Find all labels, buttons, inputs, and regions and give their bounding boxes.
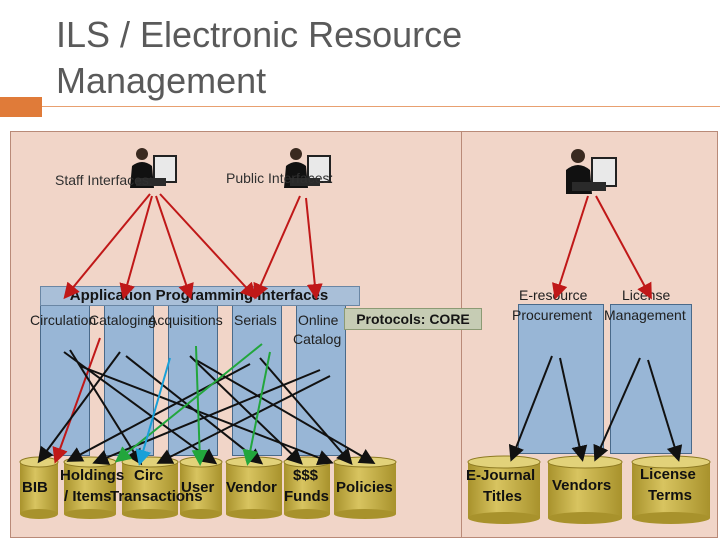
staff-interfaces-label: Staff Interfaces:	[55, 172, 153, 188]
label-acquisitions: Acquisitions	[148, 312, 223, 328]
label-cataloging: Cataloging	[89, 312, 156, 328]
label-serials: Serials	[234, 312, 277, 328]
db-label-funds: Funds	[284, 488, 329, 505]
module-cataloging	[104, 304, 154, 456]
db-label-bib: BIB	[22, 479, 48, 496]
protocols-label: Protocols: CORE	[344, 308, 482, 330]
db-label-holdings: Holdings	[60, 467, 125, 484]
db-user	[179, 456, 223, 519]
label-procurement: Procurement	[512, 307, 593, 323]
cyan-arrows	[135, 357, 171, 466]
interface-arrows	[52, 193, 652, 464]
db-label-dollars: $$$	[293, 467, 319, 484]
title-line-1: ILS / Electronic Resource	[56, 14, 463, 55]
db-license-terms	[631, 455, 711, 524]
label-management: Management	[604, 307, 686, 323]
public-user-icon	[284, 148, 331, 188]
db-label-vendor: Vendor	[226, 479, 277, 496]
title-line-2: Management	[56, 60, 267, 101]
db-ejournal-titles	[467, 455, 541, 524]
erm-user-icon	[566, 149, 617, 194]
db-label-transactions: Transactions	[110, 488, 203, 505]
module-eresource-procurement	[518, 304, 604, 454]
green-arrows	[114, 343, 271, 466]
db-label-circ: Circ	[134, 467, 164, 484]
db-label-vendors: Vendors	[552, 477, 612, 494]
db-label-policies: Policies	[336, 479, 393, 496]
title-divider	[42, 106, 720, 107]
db-label-user: User	[181, 479, 215, 496]
slide-title: ILS / Electronic Resource Management	[56, 12, 656, 104]
db-label-items: / Items	[64, 488, 112, 505]
staff-user-icon	[130, 148, 177, 188]
module-license-management	[610, 304, 692, 454]
label-catalog: Catalog	[293, 331, 342, 347]
label-online: Online	[298, 312, 339, 328]
db-label-titles: Titles	[483, 488, 522, 505]
label-circulation: Circulation	[30, 312, 97, 328]
db-label-ejournal: E-Journal	[466, 467, 536, 484]
public-interfaces-label: Public Interfaces:	[226, 170, 334, 186]
db-label-terms: Terms	[648, 487, 692, 504]
title-accent-bar	[0, 97, 42, 117]
db-label-license: License	[640, 466, 696, 483]
db-vendors	[547, 455, 623, 524]
db-vendor	[225, 456, 283, 519]
